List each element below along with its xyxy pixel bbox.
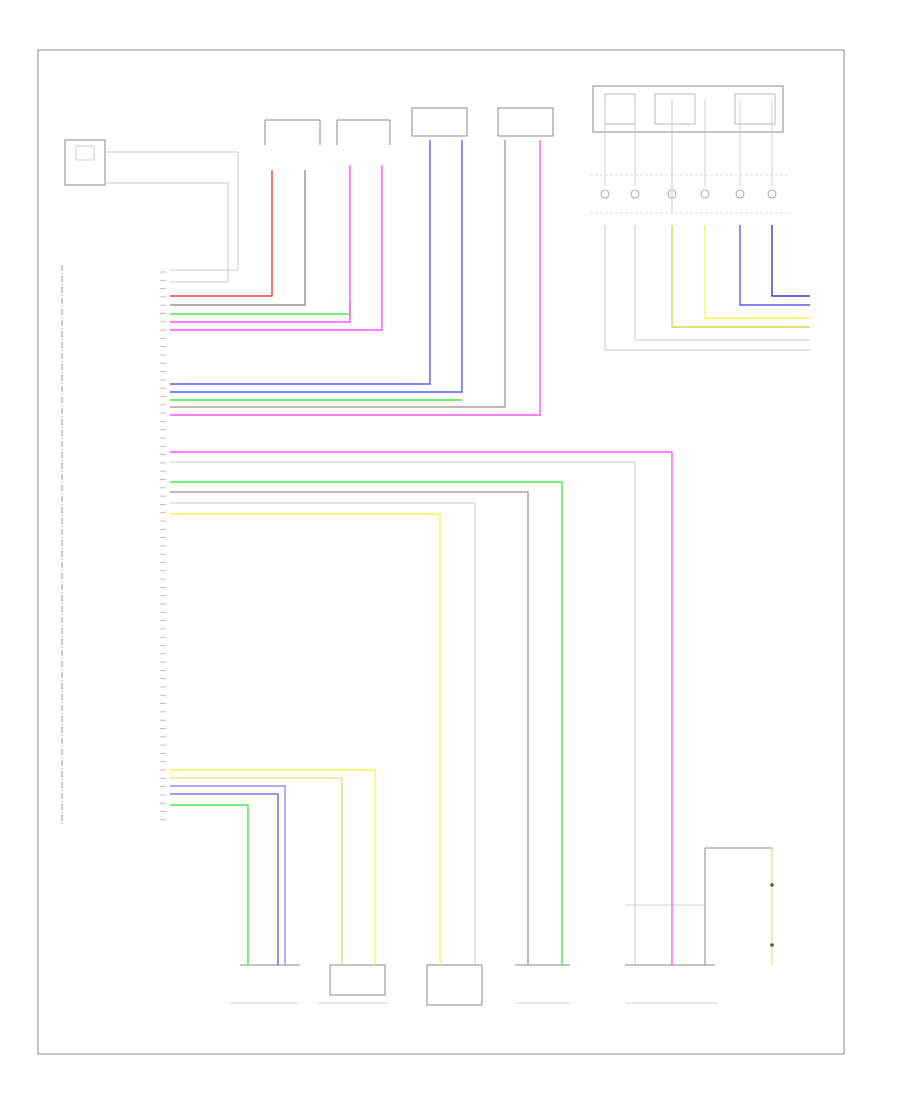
component-bottom-2 <box>318 964 388 1004</box>
wire-green-3 <box>170 481 563 965</box>
wire-cs-blue-2 <box>771 225 810 297</box>
wire-grey-1 <box>170 170 306 306</box>
wire-grey-3 <box>170 502 476 965</box>
wire-brown-2 <box>170 491 529 965</box>
wire-magenta-3 <box>170 140 541 416</box>
wire-blue-1 <box>170 140 431 385</box>
wire-brown-1 <box>170 140 506 408</box>
component-right-side-sensor <box>497 107 554 137</box>
wire-yellow-1 <box>170 513 441 965</box>
wire-red <box>170 170 273 297</box>
wire-green-4 <box>170 804 249 965</box>
wire-magenta-4 <box>170 451 673 965</box>
wire-grey-2 <box>170 461 636 965</box>
component-left-front-sensor <box>426 964 483 1006</box>
component-clockspring <box>590 85 790 214</box>
clockspring-pin <box>767 189 777 199</box>
clockspring-pin <box>735 189 745 199</box>
wire-cs-grey-1 <box>604 225 810 351</box>
wire-cs-grey-2 <box>634 225 810 341</box>
wire-blue-2 <box>170 140 463 393</box>
component-seat-belt-left <box>264 119 321 145</box>
clockspring-pin <box>600 189 610 199</box>
wire-cs-blue-1 <box>739 225 810 306</box>
wire-cs-yellow-2 <box>704 225 810 319</box>
wire-magenta-2 <box>170 165 383 331</box>
diagram-frame <box>37 49 845 1055</box>
component-right-front-sensor <box>515 964 570 1004</box>
wire-magenta-1 <box>170 165 351 323</box>
wire-purple <box>170 785 286 965</box>
clockspring-pin <box>700 189 710 199</box>
wire-cs-yellow-1 <box>671 225 810 328</box>
wire-group <box>170 100 810 965</box>
component-seat-belt-right <box>336 119 391 145</box>
clockspring-pin <box>630 189 640 199</box>
wire-yellow-2 <box>170 769 376 965</box>
module-pin-column <box>160 271 166 821</box>
wire-green-1 <box>170 300 351 315</box>
wire-blue-3 <box>170 793 279 965</box>
component-passenger-belt-switch <box>625 847 774 1004</box>
wire-brown-3 <box>170 777 343 965</box>
component-left-side-sensor <box>411 107 468 137</box>
component-bottom-1 <box>230 964 300 1004</box>
component-top-left <box>64 139 239 283</box>
